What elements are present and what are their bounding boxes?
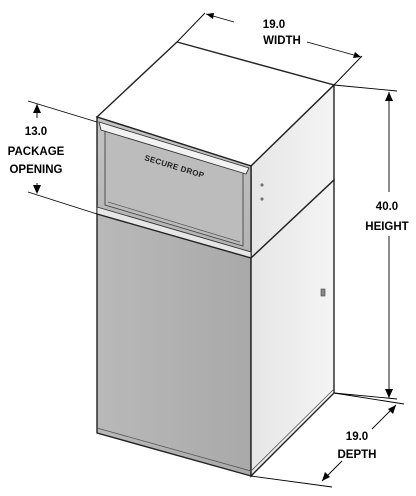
height-arrow-bottom <box>385 389 393 398</box>
width-label: WIDTH <box>263 35 301 47</box>
upper-side-screw <box>260 197 264 201</box>
width-arrow-right <box>353 52 361 58</box>
package-opening-arrow-top <box>33 104 41 113</box>
package-opening-label-line1: PACKAGE <box>8 146 65 158</box>
width-value: 19.0 <box>263 19 285 31</box>
package-opening-value: 13.0 <box>25 126 47 138</box>
height-value: 40.0 <box>376 201 398 213</box>
hopper-slot-line <box>107 201 241 243</box>
depth-value: 19.0 <box>346 431 368 443</box>
height-dimension <box>333 84 398 400</box>
height-arrow-top <box>385 92 393 101</box>
height-label: HEIGHT <box>365 221 408 233</box>
lock-icon <box>320 288 326 297</box>
depth-dimension <box>250 392 405 488</box>
depth-label: DEPTH <box>338 449 377 461</box>
depth-arrow-bottom <box>322 472 330 481</box>
depth-arrow-top <box>388 405 396 414</box>
width-arrow-left <box>206 13 214 19</box>
package-opening-arrow-bottom <box>33 185 41 194</box>
upper-side-screw <box>260 183 264 187</box>
hopper-lip <box>98 121 250 175</box>
package-opening-label-line2: OPENING <box>9 164 62 176</box>
base-trim <box>96 388 335 472</box>
lower-front-face <box>96 213 252 477</box>
